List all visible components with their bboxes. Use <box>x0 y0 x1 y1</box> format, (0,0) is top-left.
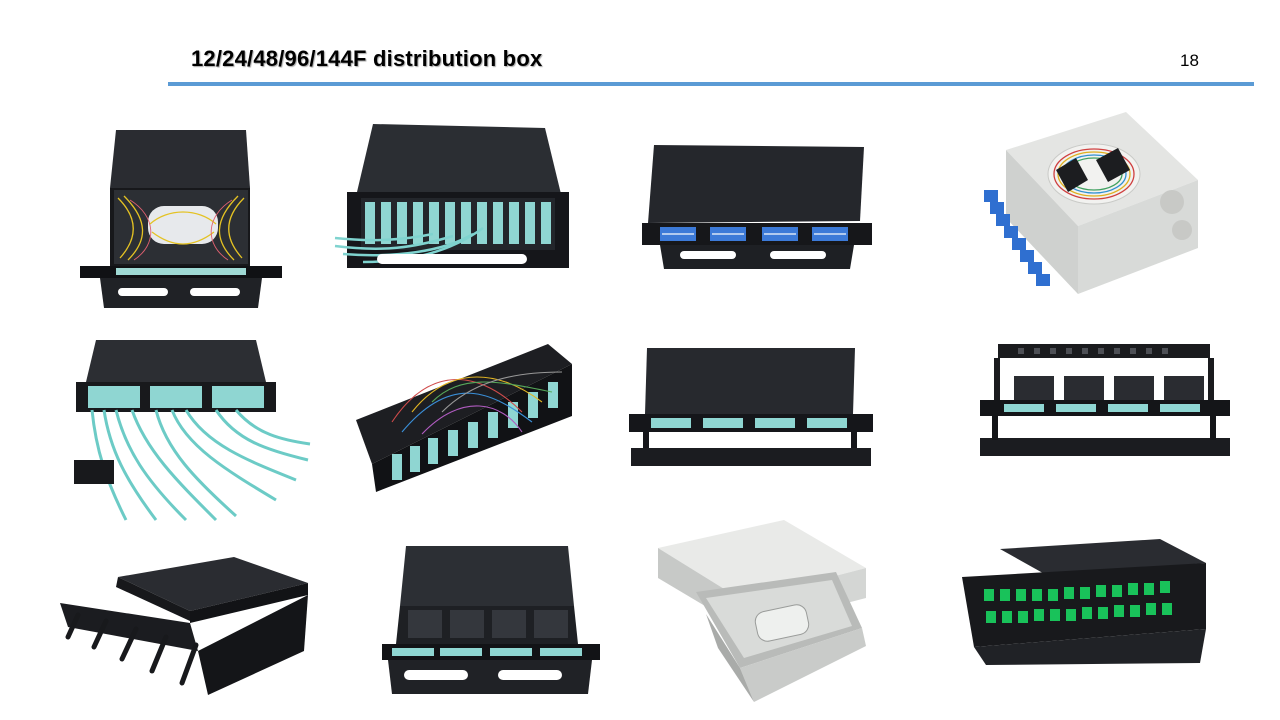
open-frame-cassette-shelf-icon <box>978 342 1232 460</box>
silver-drawer-splice-tray-icon <box>656 518 868 704</box>
page-number: 18 <box>1180 51 1199 70</box>
title-underline <box>168 82 1254 86</box>
slide-title: 12/24/48/96/144F distribution box <box>191 46 543 71</box>
rack-4u-mpo-cassette-panel-icon <box>333 122 583 272</box>
wall-mount-box-blue-sc-icon <box>976 110 1204 300</box>
rack-1u-aqua-cables-icon <box>36 320 312 526</box>
drawer-splice-box-yellow-pigtails-icon <box>78 128 284 310</box>
rack-1u-blue-lc-panel-icon <box>640 143 872 269</box>
rack-1u-cable-managers-icon <box>58 555 310 701</box>
rack-2u-green-sc-apc-icon <box>960 537 1212 667</box>
angled-patch-panel-icon <box>352 342 576 494</box>
drawer-4-cassette-icon <box>378 544 602 696</box>
rack-1u-aqua-lc-panel-icon <box>627 346 873 468</box>
